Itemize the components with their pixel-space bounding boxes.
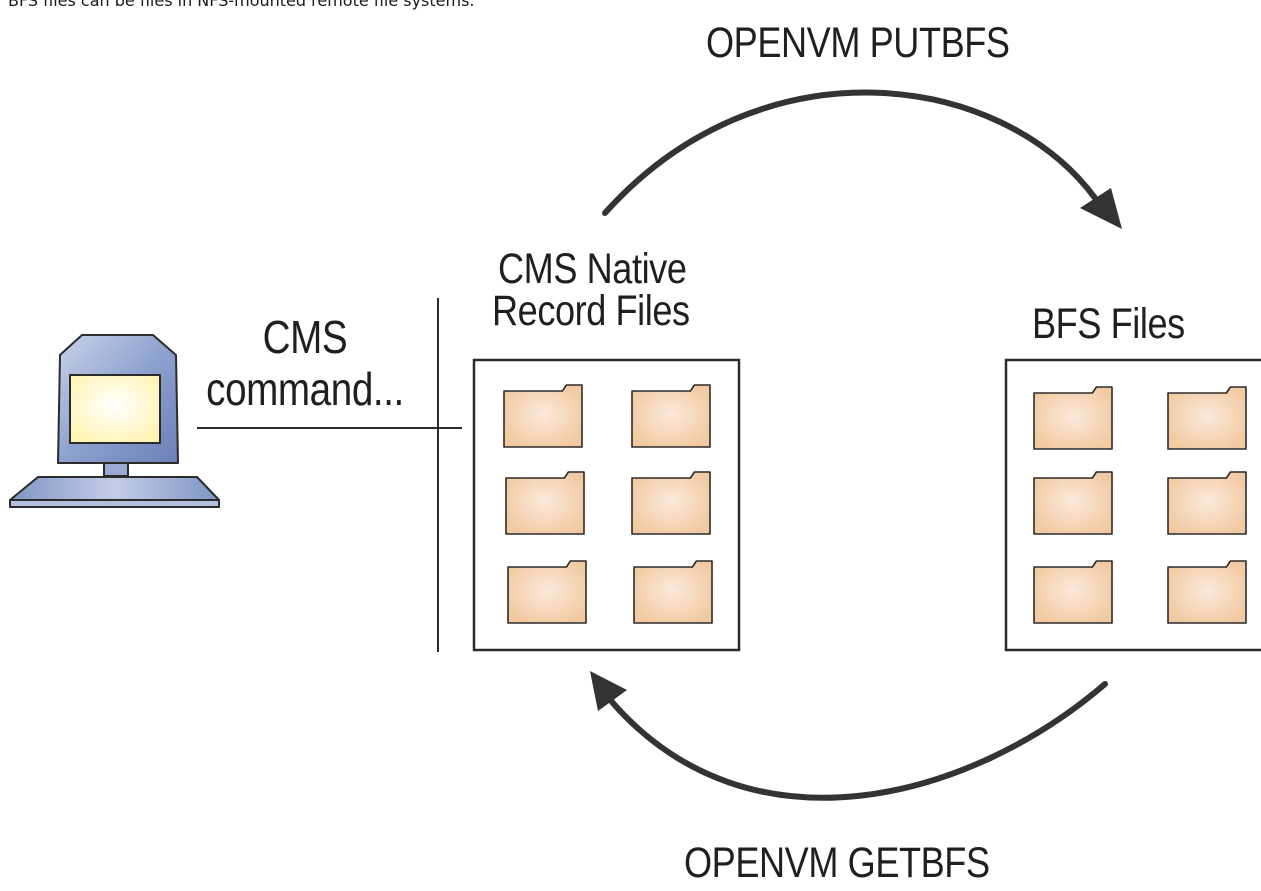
- folder-icon: [1167, 386, 1247, 450]
- folder-icon: [1033, 471, 1113, 535]
- folder-icon: [1167, 560, 1247, 624]
- native-folder-group: [503, 384, 713, 624]
- folder-icon: [633, 560, 713, 624]
- folder-icon: [1167, 471, 1247, 535]
- cms-label-line2: command...: [206, 363, 404, 415]
- native-files-title-line2: Record Files: [492, 287, 690, 335]
- getbfs-arrowhead-icon: [590, 671, 627, 711]
- folder-icon: [1033, 386, 1113, 450]
- getbfs-label: OPENVM GETBFS: [684, 839, 990, 887]
- bfs-folder-group: [1033, 386, 1247, 624]
- getbfs-arrow: [590, 671, 1108, 801]
- caption-text: BFS files can be files in NFS-mounted re…: [8, 0, 475, 10]
- cms-label-line1: CMS: [262, 311, 348, 363]
- native-files-title-line1: CMS Native: [498, 245, 687, 293]
- folder-icon: [1033, 560, 1113, 624]
- computer-icon: [9, 334, 220, 508]
- putbfs-arrowhead-icon: [1080, 188, 1122, 229]
- putbfs-label: OPENVM PUTBFS: [706, 19, 1010, 67]
- folder-icon: [631, 384, 711, 448]
- folder-icon: [631, 471, 711, 535]
- folder-icon: [503, 384, 583, 448]
- folder-icon: [507, 560, 587, 624]
- folder-icon: [505, 471, 585, 535]
- putbfs-arrow: [602, 89, 1122, 229]
- bfs-files-title: BFS Files: [1032, 300, 1185, 348]
